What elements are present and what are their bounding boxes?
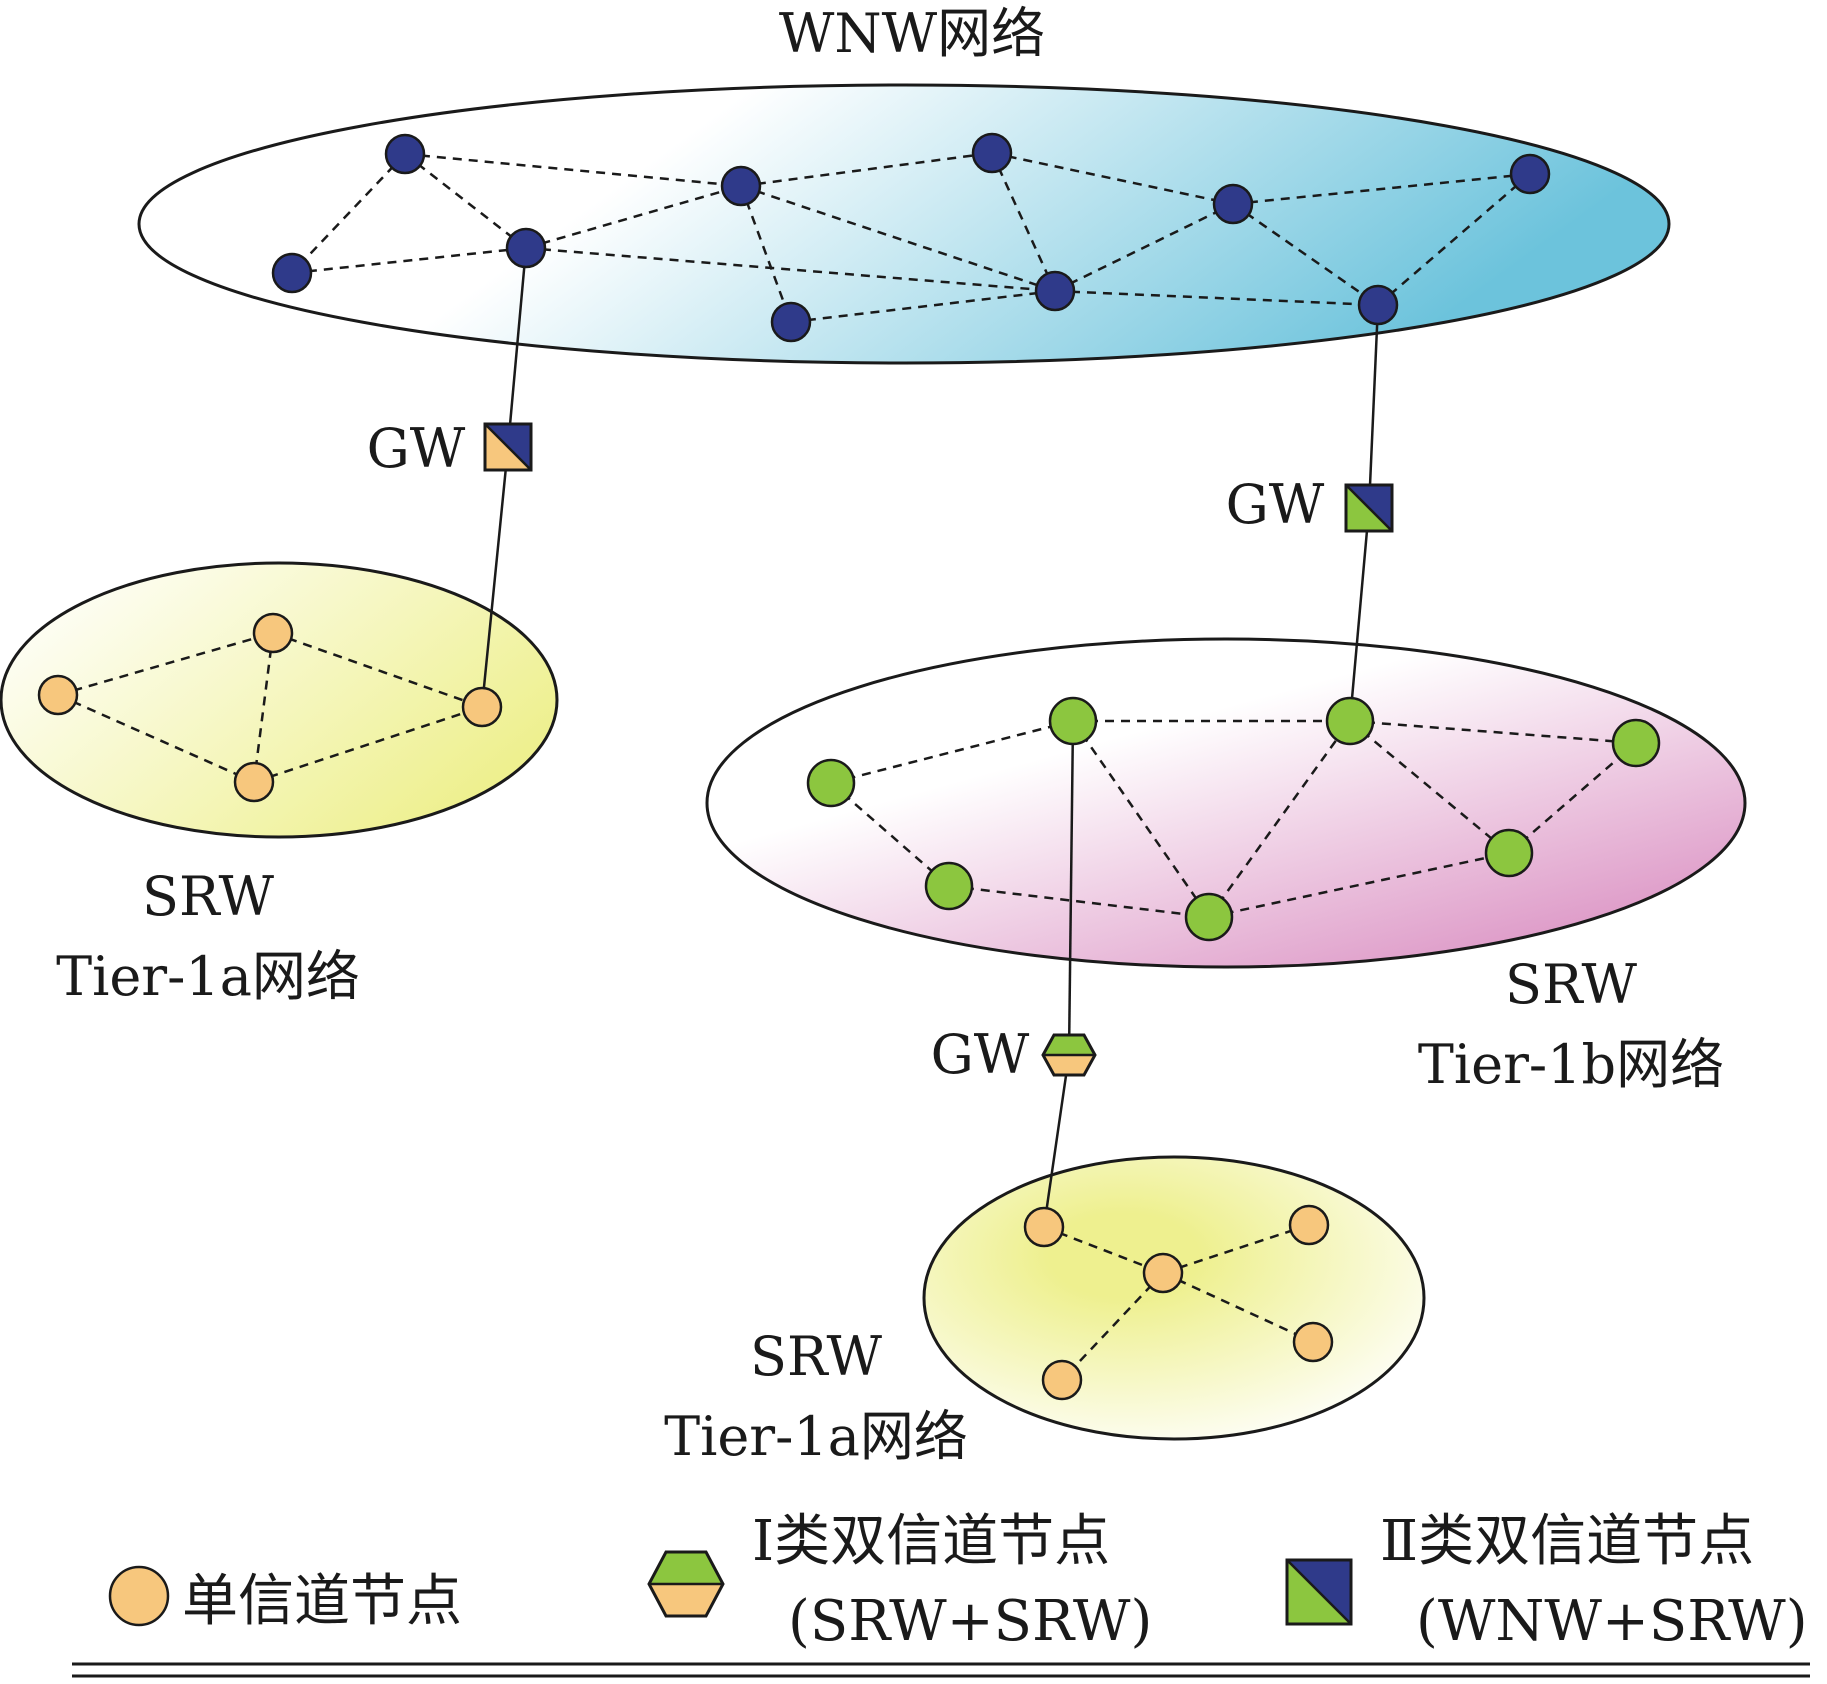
srw-tier1a-left-ellipse: [0, 561, 559, 839]
legend-type2-dual-channel-icon: [1285, 1558, 1353, 1626]
single-channel-node: [1023, 1206, 1065, 1248]
wnw-node: [770, 301, 812, 343]
tier1a-bottom-links: [1043, 1223, 1314, 1381]
legend-single-channel-label: 单信道节点: [182, 1569, 462, 1634]
legend-type1-dual-channel-icon: [647, 1550, 725, 1618]
wnw-network-label: WNW网络: [779, 2, 1045, 65]
single-channel-node: [1142, 1252, 1184, 1294]
single-channel-node: [37, 674, 79, 716]
gateway-right-label: GW: [1226, 473, 1325, 536]
tier1a-left-nodes: [37, 612, 503, 803]
srw-tier1a-bottom-ellipse: [922, 1155, 1426, 1441]
single-channel-node: [1292, 1321, 1334, 1363]
srw-b-node: [1611, 718, 1661, 768]
single-channel-node: [252, 612, 294, 654]
tier1b-label-line2: Tier-1b网络: [1418, 1033, 1724, 1096]
legend-type1-label-line2: (SRW+SRW): [788, 1589, 1152, 1654]
wnw-nodes: [271, 132, 1551, 343]
gateway-middle-label: GW: [931, 1023, 1030, 1086]
legend-type2-label-line1: Ⅱ类双信道节点: [1380, 1509, 1754, 1574]
wnw-node: [1357, 284, 1399, 326]
wnw-node: [1212, 183, 1254, 225]
gateway-links: [480, 247, 1380, 1228]
gateway-right-icon: [1344, 483, 1394, 533]
single-channel-node: [1288, 1204, 1330, 1246]
gateway-left-label: GW: [367, 417, 466, 480]
single-channel-node: [461, 686, 503, 728]
srw-b-node: [924, 861, 974, 911]
gateway-middle-icon: [1041, 1033, 1097, 1077]
tier1a-left-label-line1: SRW: [142, 865, 274, 928]
tier1a-bottom-label-line2: Tier-1a网络: [664, 1405, 968, 1468]
gateway-left-icon: [483, 422, 533, 472]
wnw-node: [1509, 153, 1551, 195]
wnw-node: [971, 132, 1013, 174]
wnw-node: [505, 227, 547, 269]
legend-type1-label-line1: Ⅰ类双信道节点: [752, 1509, 1110, 1574]
single-channel-node: [233, 761, 275, 803]
srw-b-node: [1184, 892, 1234, 942]
wnw-node: [1034, 270, 1076, 312]
tier1a-left-label-line2: Tier-1a网络: [56, 945, 360, 1008]
tier1a-left-links: [57, 631, 483, 784]
wnw-node: [271, 252, 313, 294]
tier1b-label-line1: SRW: [1505, 953, 1637, 1016]
srw-b-node: [806, 758, 856, 808]
legend-type2-label-line2: (WNW+SRW): [1416, 1589, 1808, 1654]
legend-single-channel-icon: [108, 1565, 170, 1627]
srw-b-node: [1048, 696, 1098, 746]
wnw-network-ellipse: [137, 83, 1671, 365]
tier1a-bottom-label-line1: SRW: [750, 1325, 882, 1388]
legend: 单信道节点 Ⅰ类双信道节点 (SRW+SRW) Ⅱ类双信道节点 (WNW+SRW…: [108, 1509, 1808, 1654]
wnw-links: [291, 151, 1531, 324]
wnw-node: [720, 165, 762, 207]
tier1b-links: [830, 719, 1637, 919]
srw-b-node: [1484, 828, 1534, 878]
wnw-node: [384, 133, 426, 175]
srw-b-node: [1325, 696, 1375, 746]
tier1a-bottom-nodes: [1023, 1204, 1334, 1401]
tier1b-nodes: [806, 696, 1661, 942]
single-channel-node: [1041, 1359, 1083, 1401]
